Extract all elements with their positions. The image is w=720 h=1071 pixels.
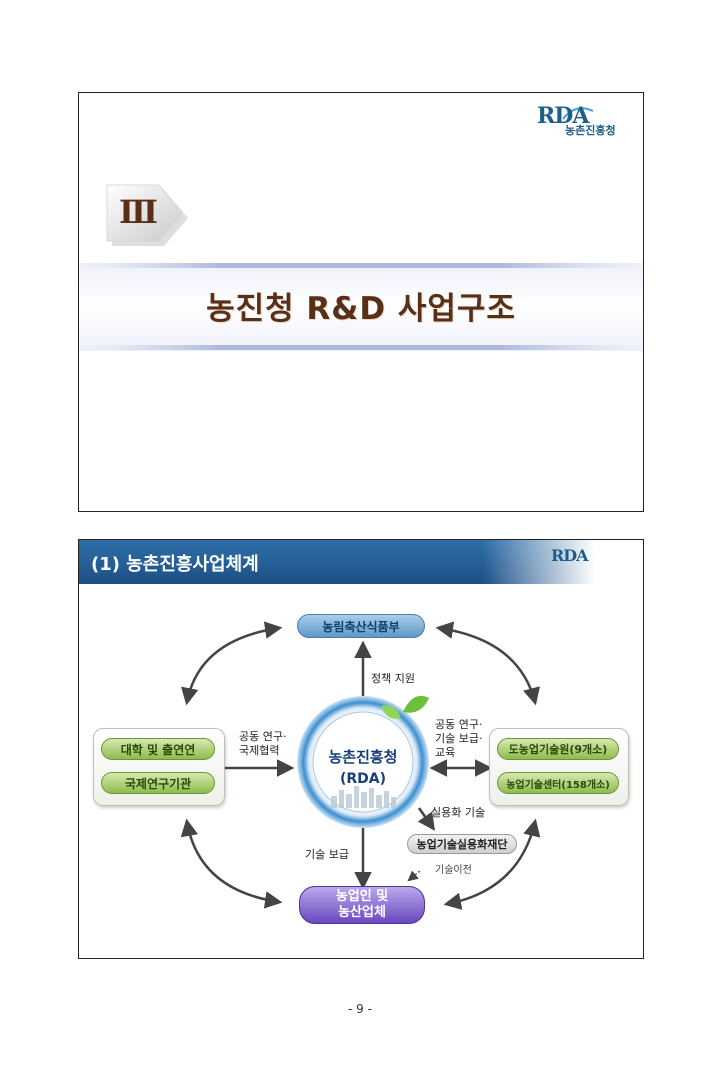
label-commercial-tech: 실용화 기술 [431,806,486,819]
label-left-line2: 국제협력 [239,744,280,757]
label-tech-spread: 기술 보급 [305,848,349,861]
page-number: - 9 - [348,1002,372,1016]
label-policy-support: 정책 지원 [371,672,415,685]
right-node-center: 농업기술센터(158개소) [497,772,619,794]
logo-text: RDA [537,103,589,129]
foundation-node: 농업기술실용화재단 [407,834,517,854]
left-node-university: 대학 및 출연연 [101,738,215,760]
label-right-line2: 기술 보급· [435,732,483,745]
label-left-line1: 공동 연구· [239,730,287,743]
center-node-abbr: (RDA) [339,771,387,787]
logo-subtitle: 농촌진흥청 [565,124,616,137]
slide-header-title: (1) 농촌진흥사업체계 [91,554,259,575]
ministry-node: 농림축산식품부 [297,614,425,638]
farmer-node: 농업인 및 농산업체 [299,886,425,924]
section-number-badge: Ⅲ [105,183,189,247]
rda-logo: RDA 농촌진흥청 [537,103,637,137]
label-right-line1: 공동 연구· [435,718,483,731]
diagram-arrows [180,621,541,910]
farmer-node-line2: 농산업체 [338,905,386,920]
logo-text: RDA [551,546,589,565]
logo-swoosh-icon [562,107,594,120]
slide-title: 농진청 R&D 사업구조 [206,291,516,327]
right-node-provincial: 도농업기술원(9개소) [497,738,619,760]
structure-slide: (1) 농촌진흥사업체계 RDA [78,539,644,959]
title-slide: RDA 농촌진흥청 [78,92,644,512]
farmer-node-line1: 농업인 및 [335,889,389,904]
label-tech-transfer: 기술이전 [435,865,472,876]
rda-logo-small: RDA [551,546,631,578]
left-node-international: 국제연구기관 [101,772,215,794]
roman-numeral: Ⅲ [119,193,158,231]
center-node-title: 농촌진흥청 [328,748,398,766]
title-band [79,259,643,355]
label-right-line3: 교육 [435,746,456,759]
